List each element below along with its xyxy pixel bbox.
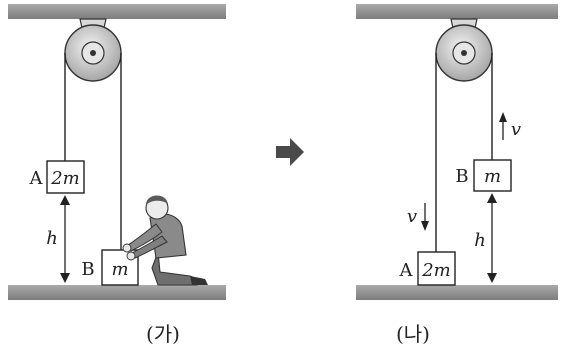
ceiling-bar [356, 4, 558, 19]
person-figure [122, 195, 208, 286]
ceiling-bar [8, 4, 226, 19]
panel-ga: A 2m h B m [8, 4, 226, 346]
block-b-mass: m [484, 166, 501, 187]
pulley [64, 18, 122, 82]
block-b-letter: B [455, 166, 468, 187]
block-a: A 2m [29, 160, 85, 194]
block-a-mass: 2m [50, 168, 80, 189]
velocity-down-label: v [407, 206, 417, 227]
block-b: B m [455, 159, 512, 192]
pulley [435, 18, 493, 82]
panel-na: v B m h v A 2m (나) [356, 4, 558, 346]
caption-na: (나) [396, 322, 430, 346]
velocity-up-label: v [511, 119, 521, 140]
right-arrow-icon [276, 138, 304, 166]
height-indicator: h [474, 193, 497, 283]
block-b-letter: B [81, 259, 94, 280]
floor-bar [356, 285, 558, 300]
block-a-mass: 2m [421, 260, 451, 281]
block-a: A 2m [399, 251, 456, 286]
block-b-mass: m [111, 259, 128, 280]
block-a-letter: A [399, 260, 414, 281]
caption-ga: (가) [146, 322, 180, 346]
height-label: h [474, 230, 486, 251]
block-a-letter: A [29, 168, 44, 189]
height-indicator: h [46, 195, 70, 283]
velocity-up-arrow: v [499, 112, 521, 140]
floor-bar [8, 285, 226, 300]
velocity-down-arrow: v [407, 203, 429, 231]
height-label: h [46, 228, 58, 249]
